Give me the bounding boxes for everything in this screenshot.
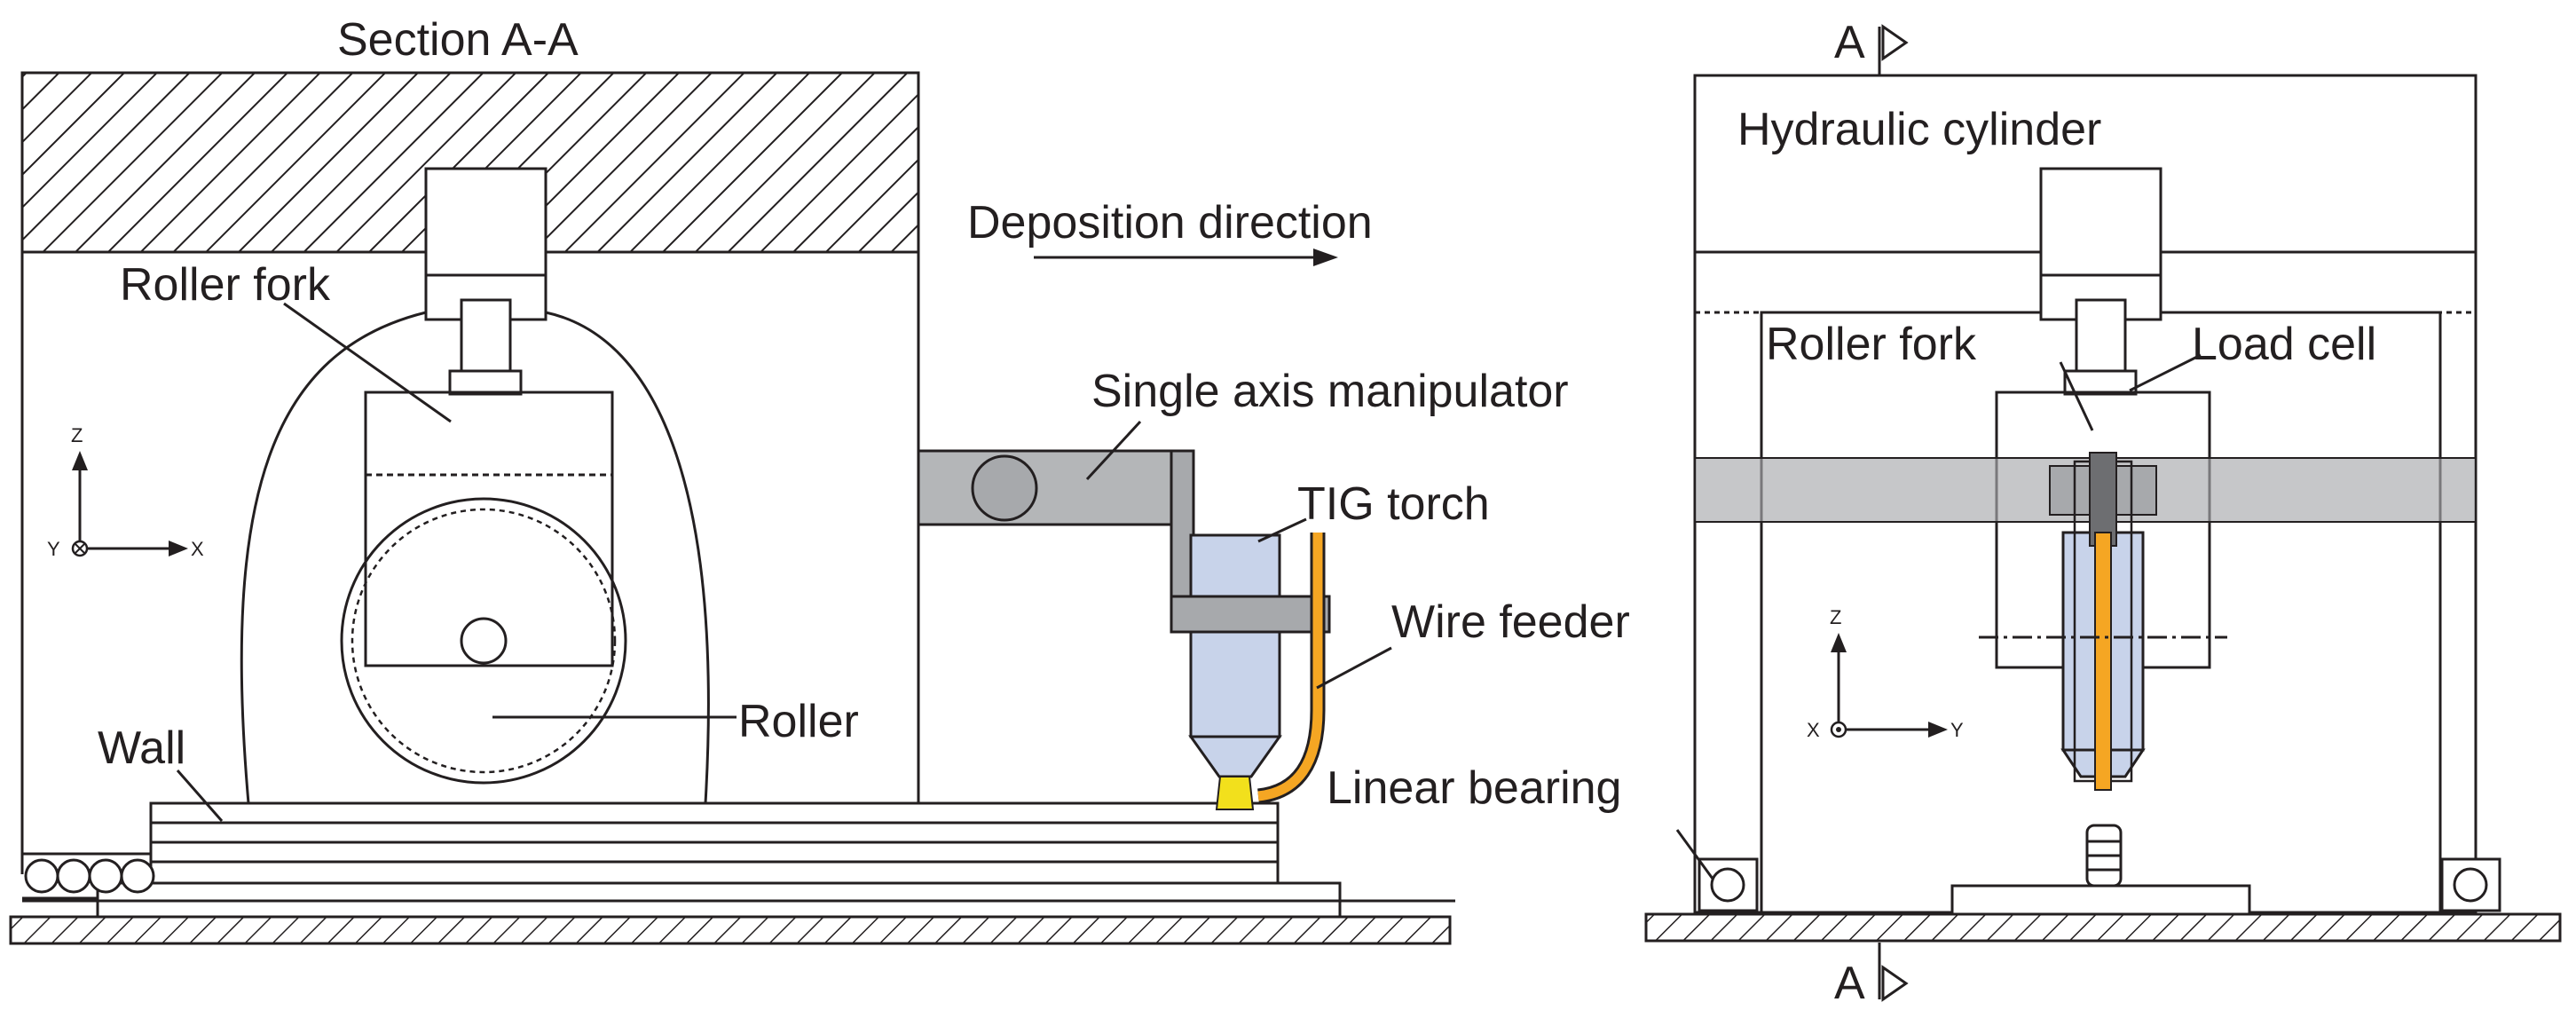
roller-fork-outline [240, 311, 710, 804]
wall-stub [2085, 824, 2123, 888]
axis-x-right: X [1807, 719, 1820, 741]
section-marker-top: A [1834, 17, 1909, 75]
axis-x-left: X [191, 538, 204, 560]
roller-label: Roller [738, 696, 859, 747]
linear-bearing-right [1698, 857, 2501, 912]
axes-right: Z X Y [1807, 606, 1964, 741]
deposition-label: Deposition direction [967, 197, 1373, 249]
section-mark-top: A [1834, 17, 1865, 68]
section-view: Z Y X Section A-A Roller fork Deposition… [9, 14, 1630, 945]
wall-label: Wall [98, 722, 185, 774]
axes-left: Z Y X [47, 424, 204, 560]
tig-torch-label: TIG torch [1297, 478, 1490, 530]
axis-z-right: Z [1830, 606, 1841, 628]
linear-bearing-label: Linear bearing [1327, 762, 1621, 814]
axis-y-left: Y [47, 538, 60, 560]
roller-fork-label-left: Roller fork [120, 259, 331, 311]
manipulator-label: Single axis manipulator [1091, 366, 1569, 417]
roller-fork-label-right: Roller fork [1766, 319, 1977, 370]
section-marker-bottom: A [1834, 943, 1909, 1009]
ground-right [1644, 912, 2562, 943]
hydraulic-cylinder-right [2039, 167, 2162, 396]
front-view: A A Z X Y Hydraulic cylinder Roller fork… [1644, 17, 2562, 1009]
section-mark-bottom: A [1834, 958, 1865, 1009]
roller-axle [460, 617, 508, 665]
wall-layers [149, 801, 1280, 885]
ground-left [9, 915, 1452, 945]
tig-torch-right [2049, 452, 2157, 791]
tig-torch [1170, 533, 1331, 810]
load-cell-label: Load cell [2192, 319, 2376, 370]
roller [340, 497, 627, 785]
wire-feeder-label: Wire feeder [1391, 596, 1630, 648]
axis-y-right: Y [1950, 719, 1964, 741]
section-label: Section A-A [337, 14, 579, 66]
linear-bearing-balls [22, 852, 155, 900]
hydraulic-cylinder [424, 167, 547, 396]
deposition-arrow [1034, 249, 1338, 266]
roller-fork [364, 391, 614, 667]
axis-z-left: Z [71, 424, 83, 446]
substrate-plate-right [1950, 884, 2251, 916]
hydraulic-cylinder-label: Hydraulic cylinder [1737, 104, 2101, 155]
